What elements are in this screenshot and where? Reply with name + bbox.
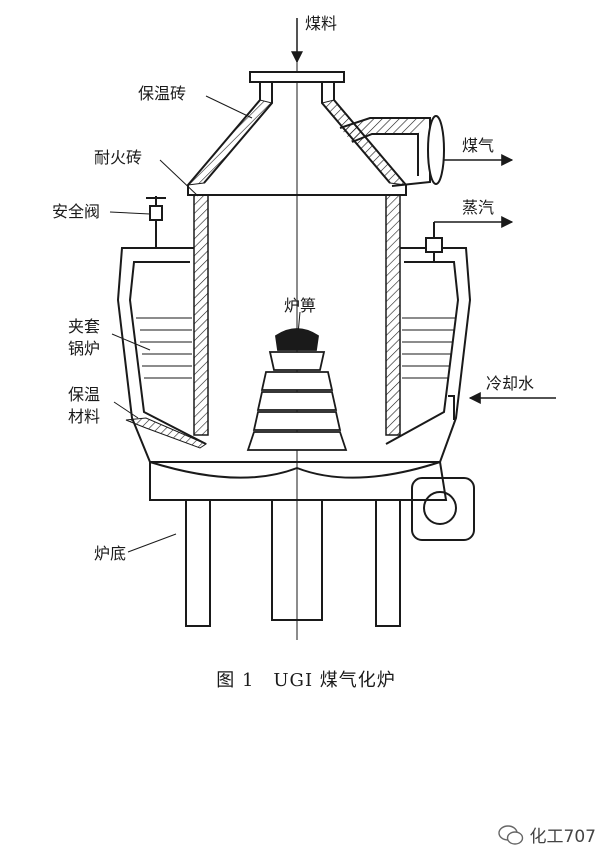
- refractory-wall-left: [193, 194, 209, 436]
- insulation-brick-layer: [186, 99, 273, 186]
- support-legs: [185, 477, 475, 627]
- insulation-material: [125, 417, 208, 449]
- label-furnace-bottom: 炉底: [94, 544, 127, 563]
- refractory-wall-right: [385, 194, 401, 436]
- ash-pan: [149, 460, 448, 501]
- label-jacket-boiler: 夹套 锅炉: [68, 316, 104, 360]
- steam-outlet: [425, 222, 443, 262]
- watermark: 化工707: [497, 822, 596, 847]
- label-jacket-boiler-line2: 锅炉: [68, 339, 101, 358]
- cooling-water-inlet: [448, 395, 455, 420]
- label-insulation-brick: 保温砖: [138, 84, 187, 103]
- leader-lines: [109, 95, 301, 553]
- grate: [246, 328, 348, 451]
- label-cooling-water: 冷却水: [486, 374, 535, 393]
- label-jacket-boiler-line1: 夹套: [68, 317, 101, 336]
- insulation-brick-layer-right: [321, 99, 408, 186]
- label-steam: 蒸汽: [462, 198, 495, 217]
- label-grate: 炉箅: [284, 296, 317, 315]
- label-insulation-material-line1: 保温: [68, 385, 101, 404]
- jacket-water: [136, 317, 456, 379]
- watermark-text: 化工707: [529, 827, 596, 847]
- gas-duct-lining: [340, 118, 430, 142]
- safety-valve: [146, 196, 166, 248]
- label-insulation-material: 保温 材料: [68, 384, 104, 428]
- wechat-icon: [497, 824, 523, 845]
- label-coal-gas: 煤气: [462, 136, 495, 155]
- jacket-boiler: [116, 247, 472, 463]
- label-feed-coal: 煤料: [305, 14, 338, 33]
- label-safety-valve: 安全阀: [52, 202, 101, 221]
- label-insulation-material-line2: 材料: [68, 407, 101, 426]
- figure-caption: 图 1 UGI 煤气化炉: [216, 670, 396, 691]
- label-refractory-brick: 耐火砖: [94, 148, 143, 167]
